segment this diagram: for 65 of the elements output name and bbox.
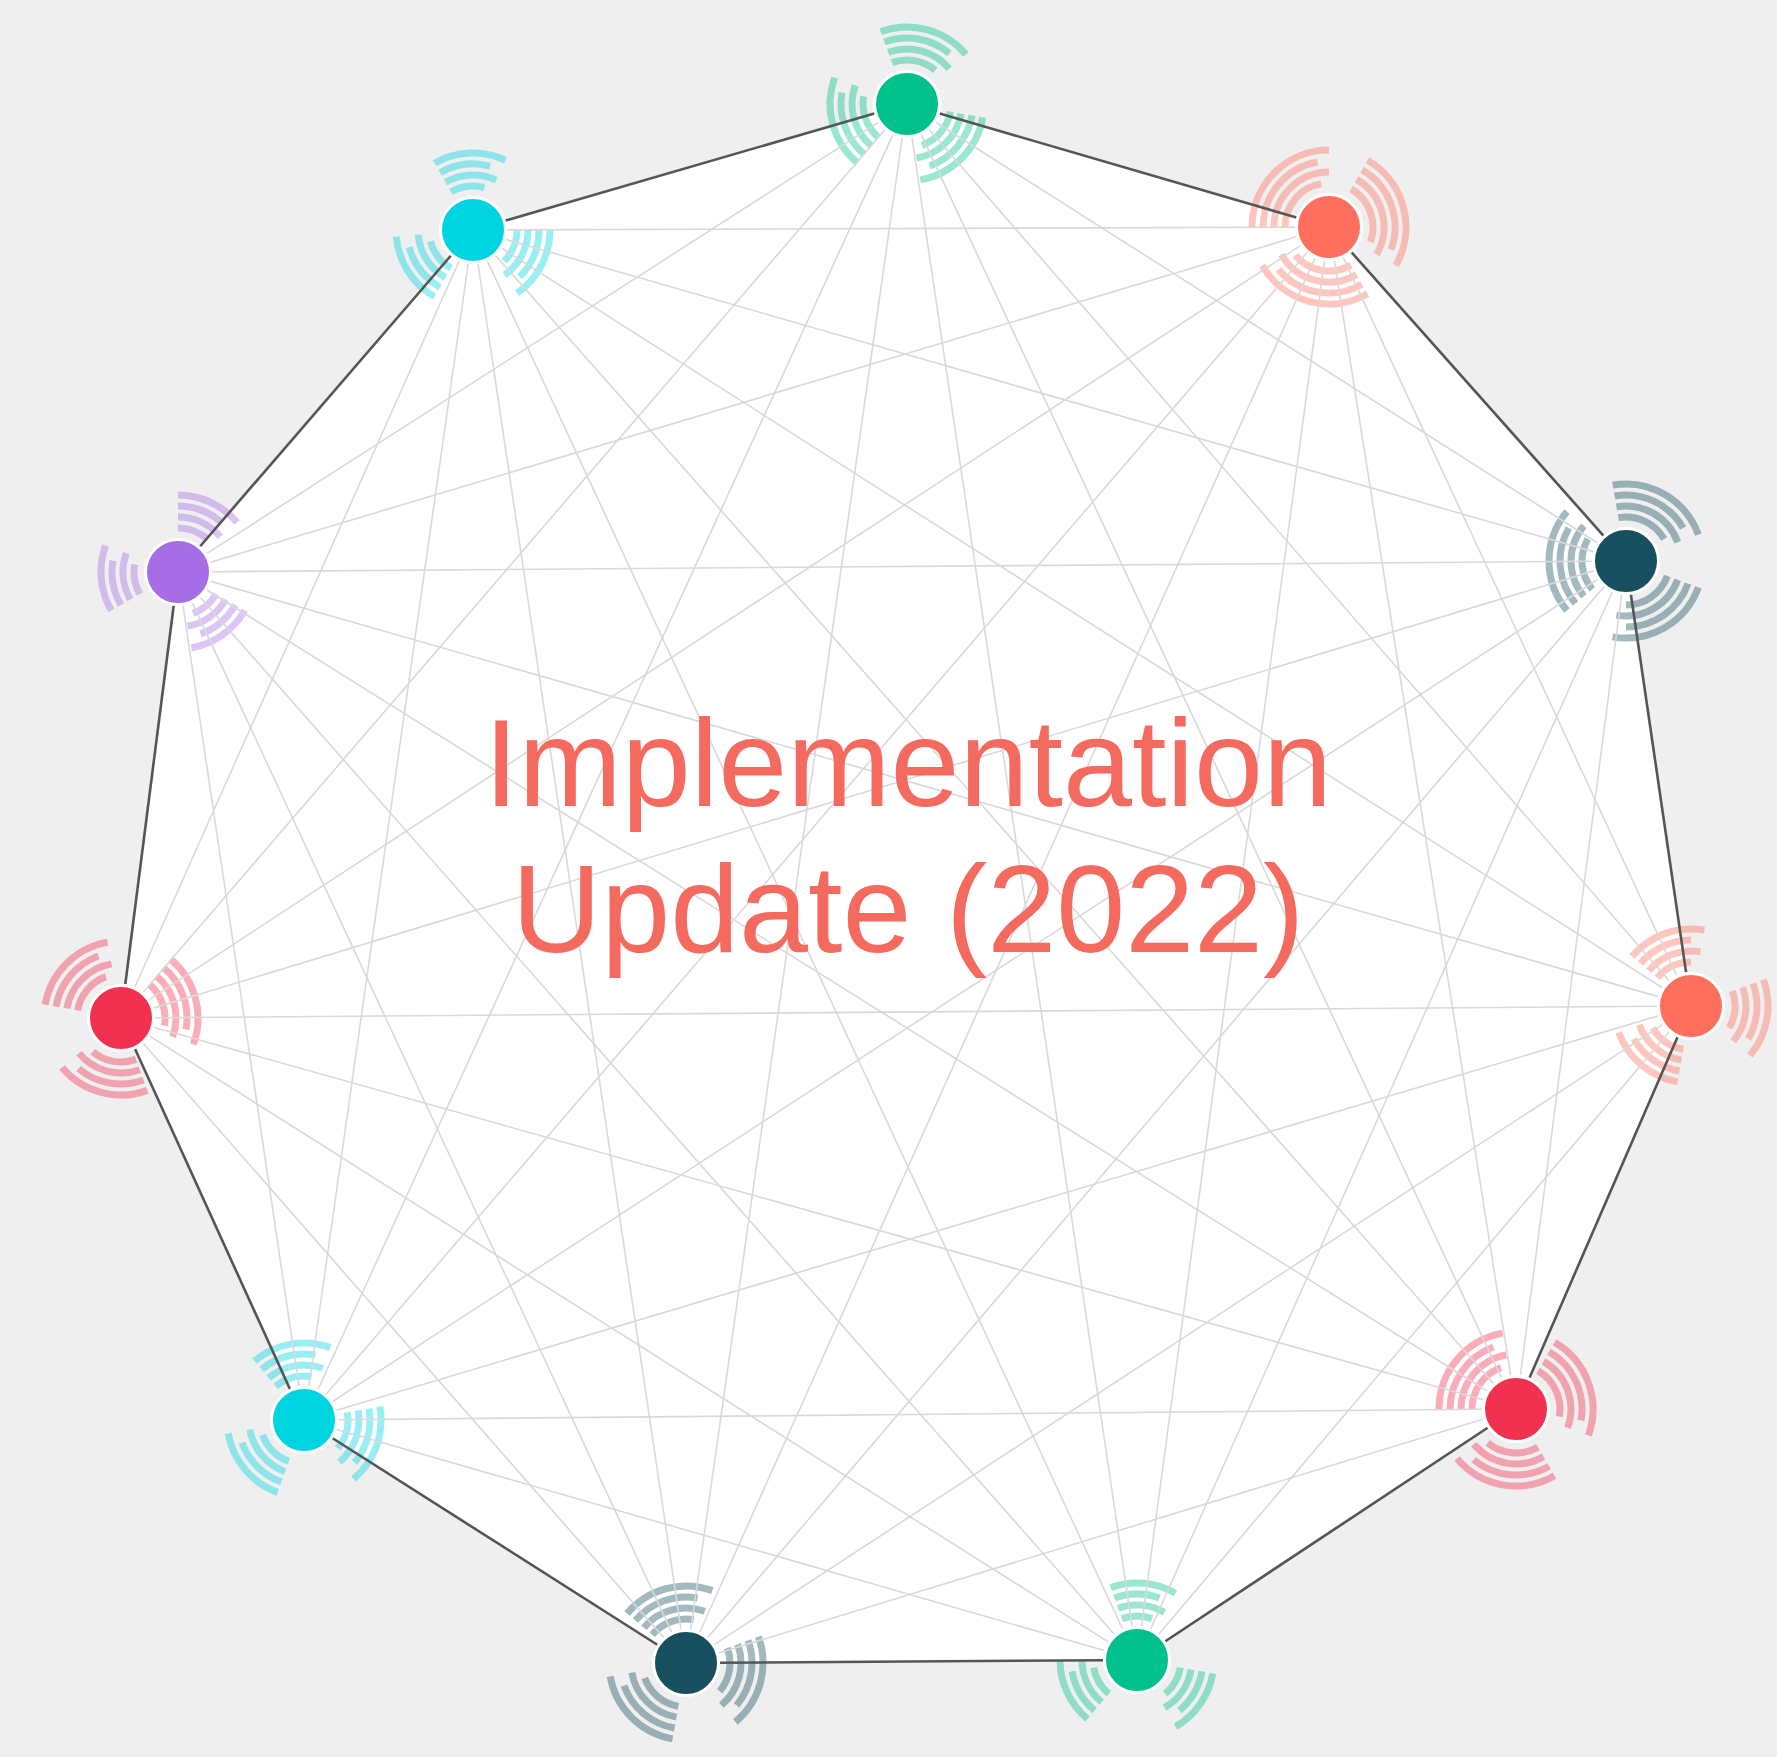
connector-line <box>191 602 673 1633</box>
connector-line <box>1140 259 1326 1628</box>
connector-line <box>1164 1426 1489 1643</box>
node-dot <box>1295 193 1363 261</box>
node-dot <box>1657 972 1725 1040</box>
connector-line <box>335 1014 1660 1412</box>
connector-line <box>934 121 1599 544</box>
connector-line <box>317 134 894 1390</box>
connector-line <box>1158 1031 1670 1635</box>
connector-line <box>335 1428 1106 1652</box>
connector-line <box>911 136 1133 1628</box>
connector-line <box>1629 594 1688 973</box>
connector-line <box>506 226 1296 231</box>
connector-line <box>124 605 175 985</box>
connector-line <box>199 254 452 548</box>
connector-line <box>205 121 880 555</box>
connector-line <box>142 1042 665 1639</box>
node-dot <box>1592 527 1660 595</box>
connector-line <box>920 134 1503 1379</box>
node-dot <box>87 984 155 1052</box>
connector-line <box>133 1048 292 1390</box>
connector-line <box>1350 251 1605 537</box>
connector-line <box>337 1408 1483 1421</box>
connector-line <box>720 1658 1103 1665</box>
connector-line <box>928 128 1670 982</box>
connector-line <box>325 252 1308 1395</box>
connector-line <box>699 257 1316 1633</box>
connector-line <box>307 262 470 1388</box>
connector-line <box>500 247 1664 989</box>
connector-line <box>689 136 904 1631</box>
connector-line <box>1528 1036 1679 1379</box>
node-dot <box>652 1629 720 1697</box>
node-dot <box>270 1386 338 1454</box>
connector-line <box>182 604 300 1388</box>
node-dot <box>873 70 941 138</box>
title: Implementation Update (2022) <box>483 693 1333 981</box>
connector-line <box>504 238 1595 553</box>
connector-line <box>199 596 1116 1636</box>
connector-line <box>209 235 1298 564</box>
connector-line <box>211 560 1593 573</box>
connector-line <box>505 112 875 222</box>
node-dot <box>144 538 212 606</box>
connector-line <box>152 1026 1485 1401</box>
node-dot <box>1103 1626 1171 1694</box>
connector-line <box>154 1005 1658 1019</box>
node-dot <box>1482 1375 1550 1443</box>
connector-line <box>332 1437 658 1646</box>
connector-line <box>1342 257 1678 976</box>
connector-line <box>1333 259 1512 1377</box>
connector-line <box>1150 591 1613 1630</box>
connector-line <box>939 112 1297 219</box>
connector-line <box>477 262 682 1631</box>
connector-line <box>494 254 1495 1385</box>
connector-line <box>206 589 1488 1392</box>
connector-line <box>142 129 886 993</box>
connector-line <box>1519 593 1623 1377</box>
connector-line <box>331 578 1599 1403</box>
connector-line <box>713 1023 1664 1646</box>
node-dot <box>439 196 507 264</box>
connector-line <box>148 244 1302 1001</box>
connector-line <box>134 260 460 988</box>
connector-line <box>717 1418 1485 1654</box>
connector-line <box>148 1035 1110 1643</box>
connector-line <box>486 260 1124 1630</box>
connector-line <box>707 586 1605 1638</box>
